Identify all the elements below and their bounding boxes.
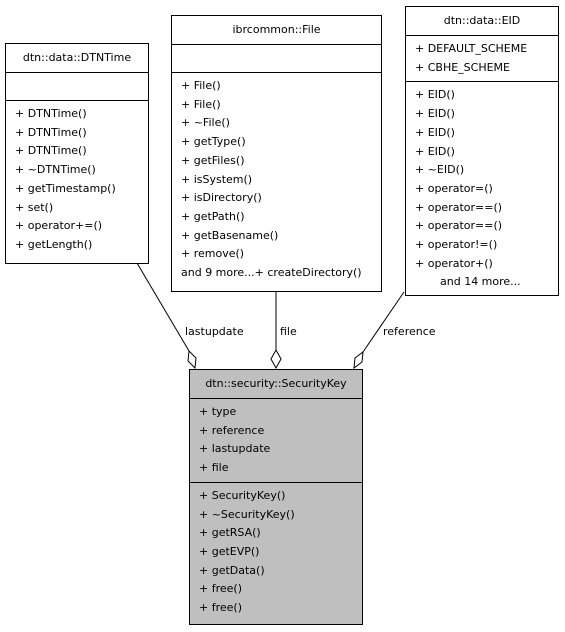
method-item: + isSystem() bbox=[181, 172, 253, 186]
methods-section: + DTNTime() + DTNTime() + DTNTime() + ~D… bbox=[6, 101, 148, 259]
attributes-section: + DEFAULT_SCHEME + CBHE_SCHEME bbox=[406, 36, 558, 83]
attribute-item: + DEFAULT_SCHEME bbox=[415, 42, 528, 55]
aggregation-diamond-reference bbox=[353, 350, 364, 370]
class-dtntime[interactable]: dtn::data::DTNTime + DTNTime() + DTNTime… bbox=[5, 43, 149, 264]
edge-line-reference bbox=[362, 291, 405, 353]
method-item: + File() bbox=[181, 97, 221, 111]
method-item: + ~DTNTime() bbox=[15, 163, 96, 177]
method-item: + operator==() bbox=[415, 219, 503, 233]
method-item: + SecurityKey() bbox=[199, 488, 286, 502]
attribute-item: + type bbox=[199, 405, 237, 418]
aggregation-diamond-lastupdate bbox=[187, 349, 197, 370]
method-item: + getPath() bbox=[181, 209, 245, 223]
method-item: + operator==() bbox=[415, 200, 503, 214]
method-item: + operator+=() bbox=[15, 219, 103, 233]
method-item: + getTimestamp() bbox=[15, 181, 116, 195]
method-item: + operator!=() bbox=[415, 238, 498, 252]
method-item: + getBasename() bbox=[181, 228, 279, 242]
class-file[interactable]: ibrcommon::File + File() + File() + ~Fil… bbox=[171, 15, 382, 292]
method-item: + ~SecurityKey() bbox=[199, 507, 295, 521]
method-item: + remove() bbox=[181, 247, 245, 261]
method-item: + getRSA() bbox=[199, 526, 261, 540]
method-item: + free() bbox=[199, 582, 242, 596]
method-item: + free() bbox=[199, 601, 242, 615]
class-title: dtn::data::DTNTime bbox=[6, 44, 148, 73]
attributes-section bbox=[6, 73, 148, 101]
edge-label-lastupdate: lastupdate bbox=[185, 325, 244, 338]
method-item: + set() bbox=[15, 200, 54, 214]
methods-section: + SecurityKey() + ~SecurityKey() + getRS… bbox=[190, 483, 362, 622]
method-item: + ~EID() bbox=[415, 163, 465, 177]
aggregation-diamond-file bbox=[270, 348, 282, 370]
method-item: + operator+() bbox=[415, 256, 493, 270]
more-methods-label: and 14 more... bbox=[440, 275, 521, 289]
edge-label-reference: reference bbox=[383, 325, 436, 338]
method-item: + isDirectory() bbox=[181, 191, 262, 205]
method-item: + operator=() bbox=[415, 181, 493, 195]
attribute-item: + reference bbox=[199, 423, 265, 437]
attributes-section: + type + reference + lastupdate + file bbox=[190, 399, 362, 483]
attribute-item: + file bbox=[199, 461, 229, 475]
method-item: + getLength() bbox=[15, 237, 93, 251]
method-item: + DTNTime() bbox=[15, 144, 87, 158]
method-item: and 9 more...+ createDirectory() bbox=[181, 266, 362, 280]
method-item: + File() bbox=[181, 79, 221, 92]
method-item: + ~File() bbox=[181, 116, 230, 130]
class-title: ibrcommon::File bbox=[172, 16, 381, 45]
methods-section: + File() + File() + ~File() + getType() … bbox=[172, 73, 381, 287]
method-item: + EID() bbox=[415, 88, 455, 102]
method-item: + getEVP() bbox=[199, 544, 260, 558]
method-item: + EID() bbox=[415, 125, 455, 139]
method-item: + EID() bbox=[415, 144, 455, 158]
attribute-item: + CBHE_SCHEME bbox=[415, 60, 510, 74]
attribute-item: + lastupdate bbox=[199, 442, 271, 456]
methods-section: + EID() + EID() + EID() + EID() + ~EID()… bbox=[406, 82, 558, 296]
class-title: dtn::security::SecurityKey bbox=[190, 370, 362, 399]
method-item: + getData() bbox=[199, 563, 265, 577]
class-title: dtn::data::EID bbox=[406, 7, 558, 36]
method-item: + getType() bbox=[181, 135, 246, 149]
class-eid[interactable]: dtn::data::EID + DEFAULT_SCHEME + CBHE_S… bbox=[405, 6, 559, 296]
method-item: + DTNTime() bbox=[15, 125, 87, 139]
class-securitykey[interactable]: dtn::security::SecurityKey + type + refe… bbox=[189, 369, 363, 625]
edge-label-file: file bbox=[280, 325, 297, 338]
edge-line-lastupdate bbox=[136, 262, 190, 352]
method-item: + getFiles() bbox=[181, 153, 245, 167]
method-item: + EID() bbox=[415, 107, 455, 121]
method-item: + DTNTime() bbox=[15, 107, 87, 120]
attributes-section bbox=[172, 45, 381, 73]
